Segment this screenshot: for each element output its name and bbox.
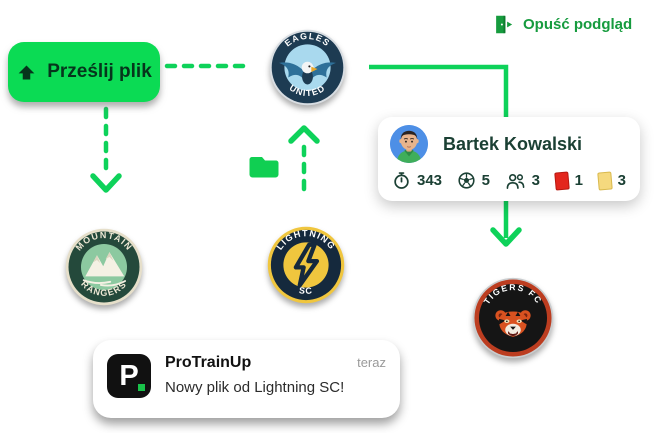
player-avatar [390, 125, 428, 163]
yellow-card-icon [596, 170, 613, 191]
arrowhead-up-icon [288, 125, 320, 144]
notification-body: ProTrainUp teraz Nowy plik od Lightning … [165, 354, 386, 404]
player-stats-card: Bartek Kowalski 343 [378, 117, 640, 201]
svg-text:UNITED: UNITED [288, 83, 328, 99]
boy-avatar-icon [390, 125, 428, 163]
mountain-rangers-crest-icon: MOUNTAIN RANGERS [65, 228, 143, 306]
lightning-sc-badge: LIGHTNING SC [267, 226, 345, 304]
yellow-cards-value: 3 [617, 172, 626, 189]
notification-app-name: ProTrainUp [165, 354, 252, 371]
red-cards-value: 1 [574, 172, 583, 189]
app-icon-green-dot [138, 384, 145, 391]
stopwatch-icon [394, 172, 409, 189]
upload-arrow-icon [18, 65, 35, 79]
players-icon [506, 173, 525, 189]
eagles-united-crest-icon: EAGLES UNITED [269, 29, 346, 106]
app-icon-letter: P [119, 359, 139, 392]
minutes-value: 343 [417, 172, 443, 189]
stat-players: 3 [505, 171, 540, 190]
stat-goals: 5 [457, 171, 490, 190]
exit-door-icon [496, 15, 513, 34]
stat-red-cards: 1 [553, 170, 583, 191]
notification-timestamp: teraz [357, 355, 386, 370]
arrowhead-down-icon [490, 227, 522, 247]
tigers-fc-crest-icon: TIGERS FC [472, 277, 554, 359]
stat-minutes: 343 [392, 171, 442, 190]
goals-value: 5 [481, 172, 491, 189]
mountain-rangers-badge: MOUNTAIN RANGERS [65, 228, 143, 306]
leave-preview-label: Opuść podgląd [523, 16, 633, 33]
soccer-ball-icon [458, 172, 475, 189]
player-name: Bartek Kowalski [443, 133, 583, 154]
player-stats-row: 343 5 [390, 170, 628, 191]
eagles-united-badge: EAGLES UNITED [269, 29, 346, 106]
protrainup-app-icon: P [107, 354, 151, 398]
lightning-sc-crest-icon: LIGHTNING SC [267, 226, 345, 304]
badge-bottom-text: SC [298, 285, 312, 296]
upload-button-label: Prześlij plik [47, 61, 152, 82]
upload-file-button[interactable]: Prześlij plik [8, 42, 160, 102]
red-card-icon [553, 170, 570, 191]
stat-yellow-cards: 3 [596, 170, 626, 191]
svg-text:SC: SC [298, 285, 313, 296]
notification-message: Nowy plik od Lightning SC! [165, 379, 345, 396]
arrowhead-down-icon [90, 173, 122, 193]
push-notification[interactable]: P ProTrainUp teraz Nowy plik od Lightnin… [93, 340, 400, 418]
folder-icon [249, 157, 279, 178]
badge-bottom-text: UNITED [288, 83, 326, 99]
tigers-fc-badge: TIGERS FC [472, 277, 554, 359]
leave-preview-button[interactable]: Opuść podgląd [492, 13, 632, 36]
player-card-header: Bartek Kowalski [390, 125, 628, 163]
players-value: 3 [531, 172, 540, 189]
